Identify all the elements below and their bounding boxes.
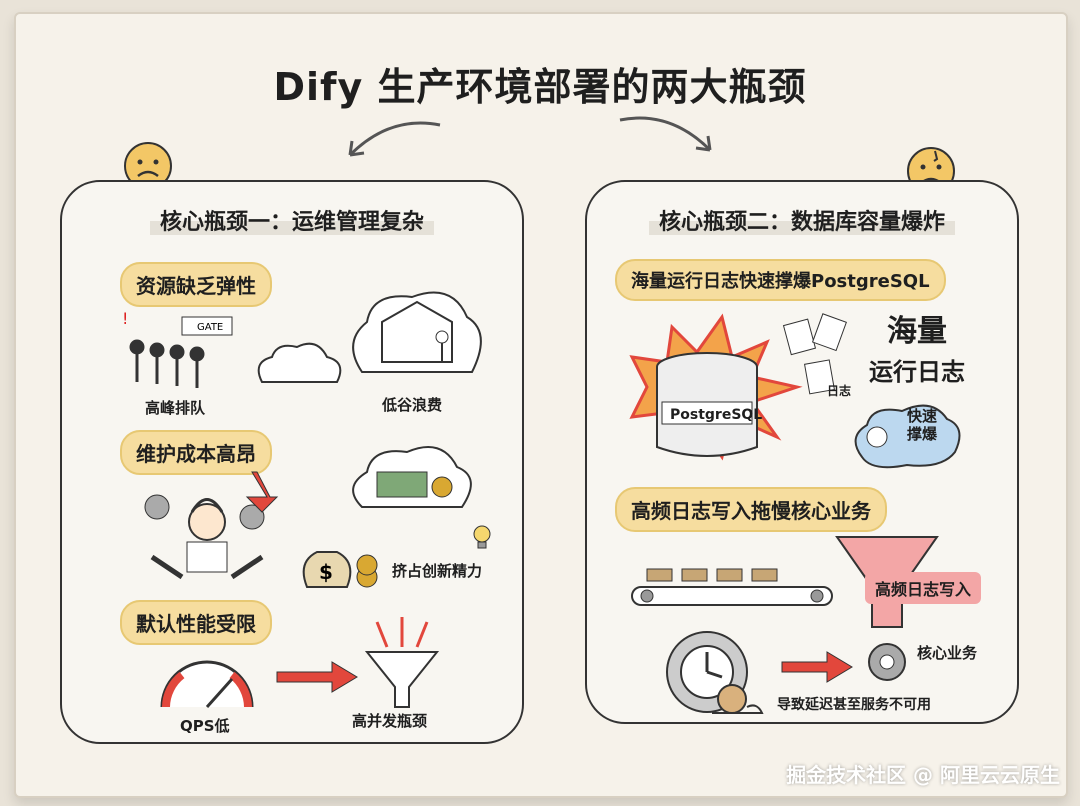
empty-warehouse-icon (352, 291, 482, 373)
cloud-icon (257, 342, 342, 383)
runtime-logs-label: 运行日志 (869, 358, 965, 386)
massive-label: 海量 (887, 314, 947, 349)
money-cloud-icon (352, 446, 472, 508)
sad-face-icon (124, 142, 172, 190)
caption-peak-queue: 高峰排队 (145, 399, 206, 417)
item-high-frequency-writes: 高频日志写入拖慢核心业务 (615, 487, 887, 532)
log-doc-label: 日志 (827, 384, 852, 398)
arrow-left-icon (348, 121, 441, 157)
red-arrow-icon (781, 651, 853, 683)
high-frequency-writes-badge: 高频日志写入 (865, 572, 982, 604)
page-title: Dify 生产环境部署的两大瓶颈 (273, 65, 807, 109)
stressed-engineer-icon (144, 494, 265, 580)
panel-title-right: 核心瓶颈二：数据库容量爆炸 (587, 204, 1017, 236)
funnel-icon (364, 617, 440, 708)
item-massive-logs: 海量运行日志快速撑爆PostgreSQL (615, 259, 946, 301)
svg-text:$: $ (319, 560, 333, 584)
flying-documents-icon (782, 313, 847, 395)
watermark: 掘金技术社区 @ 阿里云云原生 (786, 763, 1060, 787)
item-elasticity: 资源缺乏弹性 (120, 262, 272, 307)
bottleneck-one-panel: 核心瓶颈一：运维管理复杂 资源缺乏弹性 GATE ! 高峰排队 低谷浪费 维护成… (60, 180, 524, 744)
bubble-text: 快速 撑爆 (907, 407, 938, 443)
gear-icon (868, 643, 906, 681)
item-default-performance: 默认性能受限 (120, 600, 272, 645)
caption-qps-low: QPS低 (180, 717, 230, 735)
snail-icon (712, 684, 764, 714)
down-arrow-icon (245, 471, 279, 513)
caption-crowding-innovation: 挤占创新精力 (392, 562, 483, 580)
arrow-right-icon (619, 116, 712, 152)
panic-bubble-icon (854, 404, 961, 469)
svg-text:GATE: GATE (197, 322, 223, 333)
item-maintenance-cost: 维护成本高昂 (120, 430, 272, 475)
red-arrow-icon (276, 661, 358, 693)
caption-high-concurrency-bottleneck: 高并发瓶颈 (352, 712, 428, 730)
panel-title-left: 核心瓶颈一：运维管理复杂 (62, 204, 522, 236)
speed-gauge-icon (160, 660, 254, 708)
queue-gate-icon: GATE ! (122, 312, 233, 388)
money-bag-icon: $ (302, 551, 378, 588)
latency-result-label: 导致延迟甚至服务不可用 (777, 697, 931, 713)
lightbulb-icon (473, 525, 491, 549)
caption-trough-waste: 低谷浪费 (382, 396, 443, 414)
core-business-label: 核心业务 (917, 644, 978, 662)
exploding-database-icon (629, 313, 803, 461)
db-label: PostgreSQL (670, 407, 763, 423)
svg-text:!: ! (122, 312, 128, 328)
bottleneck-two-panel: 核心瓶颈二：数据库容量爆炸 海量运行日志快速撑爆PostgreSQL Postg… (585, 180, 1019, 724)
